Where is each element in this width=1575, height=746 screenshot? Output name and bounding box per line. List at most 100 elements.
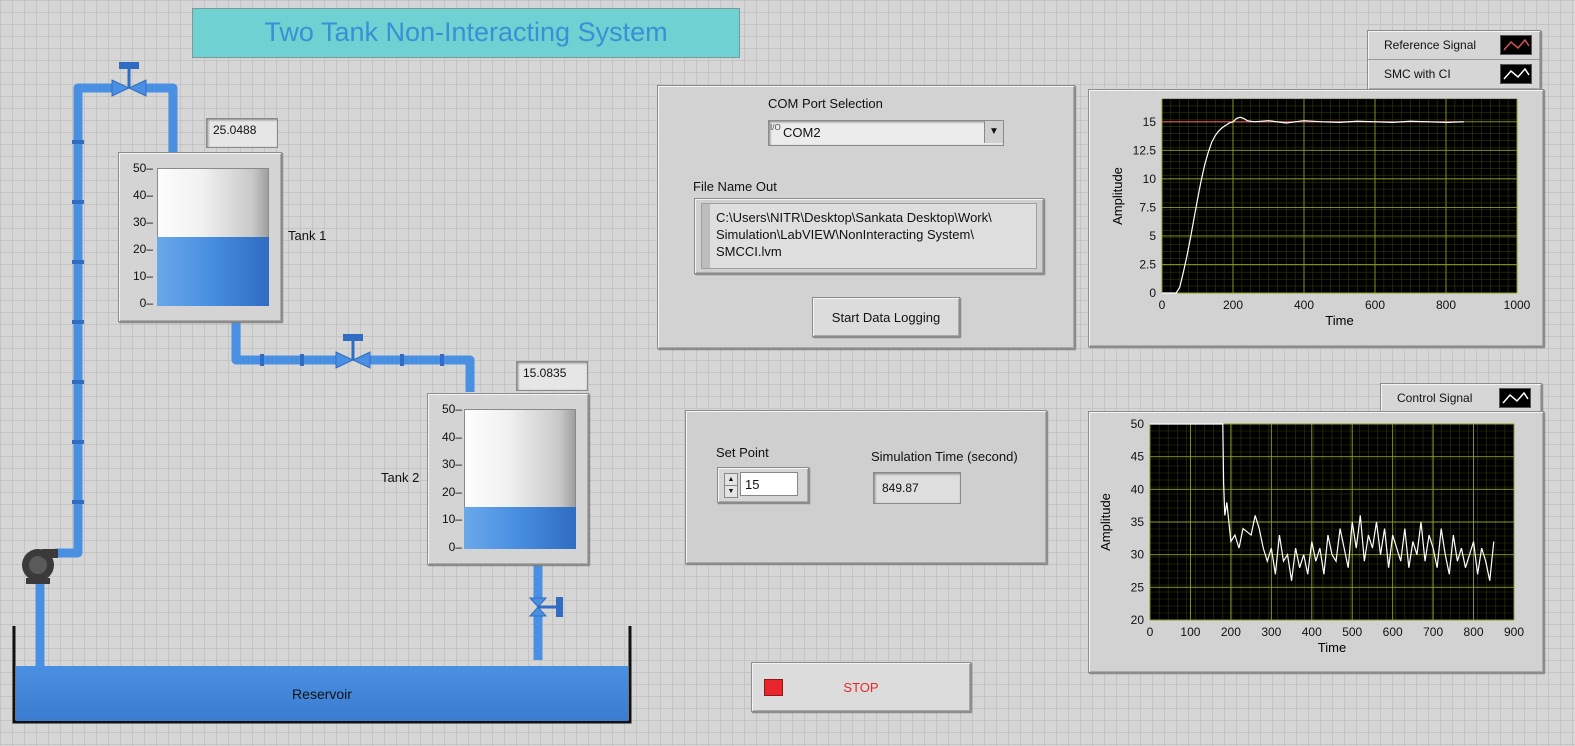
simtime-label: Simulation Time (second) [871,449,1018,464]
tank2-label: Tank 2 [381,470,420,485]
x-tick-label: 100 [1180,625,1200,639]
x-tick-label: 0 [1159,298,1166,312]
start-data-logging-label: Start Data Logging [831,310,941,325]
valve-2-icon[interactable] [335,334,371,369]
x-tick-label: 800 [1464,625,1484,639]
y-tick-label: 0 [1149,286,1156,300]
control-panel: Set Point ▲ ▼ 15 Simulation Time (second… [685,410,1047,564]
x-axis-label: Time [1318,640,1346,655]
file-path-line: SMCCI.lvm [716,244,782,259]
y-tick-label: 15 [1143,115,1157,129]
y-axis-label: Amplitude [1098,493,1113,551]
reservoir-walls [12,626,632,724]
x-tick-label: 600 [1383,625,1403,639]
y-tick-label: 12.5 [1133,143,1157,157]
white-line-icon [1500,64,1532,84]
stop-label: STOP [843,680,879,695]
com-port-value: COM2 [783,125,821,140]
tank2-water [464,506,576,549]
tank2: 50– 40– 30– 20– 10– 0– [427,393,589,565]
tank2-level-indicator: 15.0835 [516,361,588,391]
setpoint-label: Set Point [716,445,769,460]
y-tick-label: 40 [1131,482,1145,496]
y-tick-label: 45 [1131,450,1145,464]
setpoint-control[interactable]: ▲ ▼ 15 [717,467,809,503]
simtime-indicator: 849.87 [873,472,961,504]
chevron-down-icon[interactable]: ▼ [984,121,1003,143]
series-line [1162,116,1464,294]
tank1-scale: 50– 40– 30– 20– 10– 0– [132,161,153,310]
y-tick-label: 20 [1131,613,1145,627]
x-tick-label: 900 [1504,625,1524,639]
config-panel: COM Port Selection I/O COM2 ▼ File Name … [657,85,1075,349]
legend-label: Reference Signal [1384,38,1477,52]
red-line-icon [1500,35,1532,55]
file-path-inner: C:\Users\NITR\Desktop\Sankata Desktop\Wo… [701,203,1037,269]
y-tick-label: 10 [1143,172,1157,186]
tank1-body [157,168,269,306]
reservoir-label: Reservoir [292,686,352,702]
page-title: Two Tank Non-Interacting System [264,17,668,47]
valve-3-icon[interactable] [528,597,563,617]
legend-label: SMC with CI [1384,67,1451,81]
x-tick-label: 400 [1294,298,1314,312]
series-line [1150,423,1495,581]
pump-icon [22,549,58,584]
legend-item[interactable]: Control Signal [1381,384,1541,412]
file-path-field[interactable]: C:\Users\NITR\Desktop\Sankata Desktop\Wo… [694,198,1044,274]
tank2-scale: 50– 40– 30– 20– 10– 0– [441,402,462,554]
legend-label: Control Signal [1397,391,1473,405]
tank1-outlet-pipe [231,306,342,365]
chart1-legend: Reference Signal SMC with CI [1367,30,1541,90]
tank1-water [157,236,269,306]
y-tick-label: 35 [1131,515,1145,529]
com-port-label: COM Port Selection [768,96,883,111]
decrement-icon[interactable]: ▼ [724,485,738,498]
tank1-label: Tank 1 [288,228,327,243]
reservoir: Reservoir [16,666,628,721]
tank2-body [464,409,576,549]
stop-button[interactable]: STOP [751,662,971,712]
tank1-inlet-pipe [140,83,178,152]
tank2-inlet-pipe [365,355,475,392]
com-port-select[interactable]: I/O COM2 ▼ [768,120,1004,146]
tank1-level-indicator: 25.0488 [206,118,278,148]
legend-item[interactable]: Reference Signal [1368,31,1540,60]
x-tick-label: 200 [1221,625,1241,639]
valve-1-icon[interactable] [111,62,147,97]
x-tick-label: 500 [1342,625,1362,639]
file-name-label: File Name Out [693,179,777,194]
folder-icon[interactable] [702,204,710,268]
tank1: 50– 40– 30– 20– 10– 0– [118,152,282,322]
x-tick-label: 300 [1261,625,1281,639]
file-path-line: Simulation\LabVIEW\NonInteracting System… [716,227,974,242]
increment-icon[interactable]: ▲ [724,473,738,486]
chart2-legend: Control Signal [1380,383,1542,413]
grid [1161,98,1518,294]
x-tick-label: 800 [1436,298,1456,312]
setpoint-input[interactable]: 15 [740,472,798,496]
io-icon: I/O [770,123,781,132]
start-data-logging-button[interactable]: Start Data Logging [812,297,960,337]
legend-item[interactable]: SMC with CI [1368,60,1540,88]
white-line-icon [1499,388,1531,408]
file-path-line: C:\Users\NITR\Desktop\Sankata Desktop\Wo… [716,210,992,225]
x-tick-label: 400 [1302,625,1322,639]
x-tick-label: 600 [1365,298,1385,312]
x-axis-label: Time [1325,313,1353,328]
simtime-value: 849.87 [882,481,919,495]
x-tick-label: 200 [1223,298,1243,312]
x-tick-label: 700 [1423,625,1443,639]
x-tick-label: 0 [1147,625,1154,639]
y-tick-label: 25 [1131,580,1145,594]
title-banner: Two Tank Non-Interacting System [192,8,740,58]
y-tick-label: 7.5 [1139,200,1156,214]
stop-led-icon [764,679,783,696]
riser-pipe [55,83,118,558]
y-tick-label: 5 [1149,229,1156,243]
y-tick-label: 50 [1131,417,1145,431]
